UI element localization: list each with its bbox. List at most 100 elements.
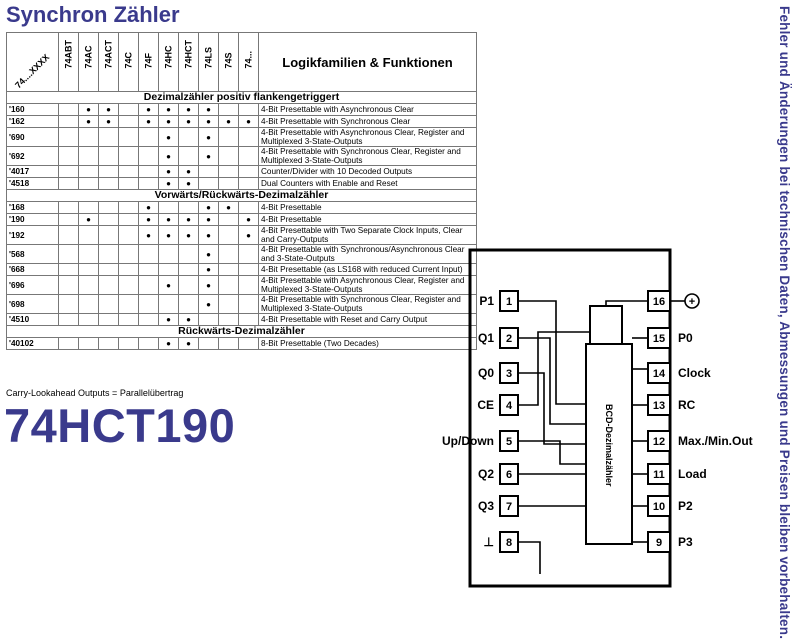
empty-cell [78,275,99,295]
empty-cell [138,177,159,190]
description-cell: 4-Bit Presettable with Synchronous Clear… [258,146,477,166]
type-cell: '190 [6,213,59,226]
pin-number: 7 [506,501,512,513]
table-row: '160●●●●●●4-Bit Presettable with Asynchr… [6,103,477,116]
empty-cell [98,177,119,190]
empty-cell [58,244,79,264]
empty-cell [78,146,99,166]
pin-number: 4 [506,400,513,412]
empty-cell [218,337,239,350]
type-cell: '668 [6,263,59,276]
column-header-label: 74AC [83,44,93,68]
empty-cell [238,263,259,276]
type-cell: '4518 [6,177,59,190]
column-header: 74F [138,32,159,92]
availability-dot: ● [218,115,239,128]
availability-dot: ● [198,244,219,264]
empty-cell [218,177,239,190]
empty-cell [218,127,239,147]
description-cell: 4-Bit Presettable with Synchronous Clear [258,115,477,128]
empty-cell [78,294,99,314]
empty-cell [138,313,159,326]
table-row: '568●4-Bit Presettable with Synchronous/… [6,244,477,264]
availability-dot: ● [178,337,199,350]
column-header-label: 74C [123,51,133,68]
empty-cell [118,337,139,350]
empty-cell [118,213,139,226]
availability-dot: ● [78,213,99,226]
empty-cell [138,275,159,295]
availability-dot: ● [178,103,199,116]
pinout-svg: BCD-Dezimalzähler 1P12Q13Q04CE5Up/Down6Q… [442,248,753,588]
empty-cell [78,201,99,214]
type-cell: '4017 [6,165,59,178]
footnote: Carry-Lookahead Outputs = Parallelübertr… [6,388,184,398]
column-header-label: 74HCT [183,39,193,68]
empty-cell [238,177,259,190]
pin-number: 3 [506,368,512,380]
pin-number: 2 [506,333,512,345]
column-header: 74S [218,32,239,92]
availability-dot: ● [178,177,199,190]
side-note: Fehler und Änderungen bei technischen Da… [764,6,794,639]
empty-cell [138,146,159,166]
table-row: '192●●●●●4-Bit Presettable with Two Sepa… [6,225,477,245]
pin-label: ⊥ [484,535,494,549]
table-row: '692●●4-Bit Presettable with Synchronous… [6,146,477,166]
column-header: 74AC [78,32,99,92]
empty-cell [238,337,259,350]
section-title: Rückwärts-Dezimalzähler [6,325,477,338]
pin-label: CE [477,398,494,412]
empty-cell [158,294,179,314]
type-cell: '160 [6,103,59,116]
empty-cell [118,225,139,245]
type-cell: '692 [6,146,59,166]
pin-number: 9 [656,537,662,549]
empty-cell [118,127,139,147]
empty-cell [218,244,239,264]
table-row: '690●●4-Bit Presettable with Asynchronou… [6,127,477,147]
column-header-label: 74ACT [103,39,113,68]
table-row: '698●4-Bit Presettable with Synchronous … [6,294,477,314]
table-row: '162●●●●●●●●4-Bit Presettable with Synch… [6,115,477,128]
availability-dot: ● [158,146,179,166]
availability-dot: ● [158,127,179,147]
table-row: '668●4-Bit Presettable (as LS168 with re… [6,263,477,276]
availability-dot: ● [178,213,199,226]
empty-cell [158,244,179,264]
empty-cell [178,244,199,264]
availability-dot: ● [178,165,199,178]
empty-cell [58,275,79,295]
side-note-text: Fehler und Änderungen bei technischen Da… [777,6,792,639]
availability-dot: ● [198,127,219,147]
pin-label: Q1 [478,331,494,345]
empty-cell [218,313,239,326]
column-header: 74ACT [98,32,119,92]
empty-cell [98,263,119,276]
availability-dot: ● [98,115,119,128]
column-header-label: 74HC [163,44,173,68]
empty-cell [178,275,199,295]
pin-number: 6 [506,469,512,481]
table-row: '4017●●Counter/Divider with 10 Decoded O… [6,165,477,178]
pin-label: Up/Down [442,434,494,448]
part-number: 74HCT190 [4,399,236,452]
availability-dot: ● [158,177,179,190]
column-header: 74HC [158,32,179,92]
empty-cell [138,244,159,264]
empty-cell [58,201,79,214]
empty-cell [58,225,79,245]
empty-cell [238,146,259,166]
pin-number: 1 [506,296,512,308]
table-body: Dezimalzähler positiv flankengetriggert'… [6,91,477,350]
empty-cell [58,177,79,190]
availability-dot: ● [198,213,219,226]
empty-cell [138,294,159,314]
availability-dot: ● [238,213,259,226]
empty-cell [218,146,239,166]
column-header: 74C [118,32,139,92]
column-header: 74LS [198,32,219,92]
table-row: '40102●●8-Bit Presettable (Two Decades) [6,337,477,350]
